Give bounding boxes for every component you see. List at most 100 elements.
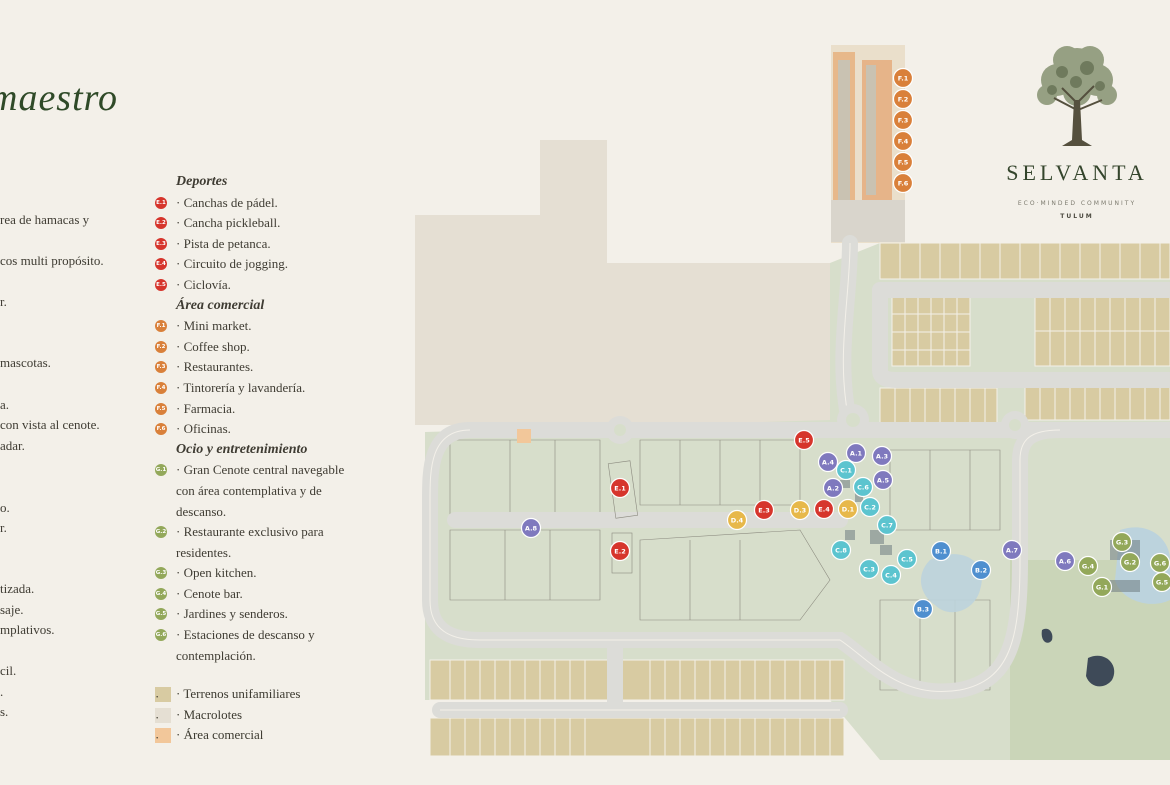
marker-label: C.5 xyxy=(901,555,913,563)
marker-dot xyxy=(845,442,867,464)
brand-block: SELVANTA ECO·MINDED COMMUNITY TULUM xyxy=(992,40,1162,220)
map-marker-b-3[interactable]: B.3 xyxy=(912,598,934,620)
map-marker-c-2[interactable]: C.2 xyxy=(859,496,881,518)
legend-label: Estaciones de descanso y contemplación. xyxy=(176,625,356,666)
map-marker-a-8[interactable]: A.8 xyxy=(520,517,542,539)
map-marker-a-5[interactable]: A.5 xyxy=(872,469,894,491)
marker-dot xyxy=(1001,539,1023,561)
map-key-swatch xyxy=(155,707,171,723)
map-key-label: Terrenos unifamiliares xyxy=(176,686,301,701)
map-marker-g-1[interactable]: G.1 xyxy=(1091,576,1113,598)
marker-dot xyxy=(912,598,934,620)
marker-label: B.2 xyxy=(975,566,987,574)
marker-label: A.7 xyxy=(1006,546,1018,554)
map-marker-a-3[interactable]: A.3 xyxy=(871,445,893,467)
map-marker-a-2[interactable]: A.2 xyxy=(822,477,844,499)
map-marker-g-4[interactable]: G.4 xyxy=(1077,555,1099,577)
map-marker-c-5[interactable]: C.5 xyxy=(896,548,918,570)
marker-label: C.1 xyxy=(840,466,852,474)
fragment: rea de hamacas y xyxy=(0,212,90,227)
marker-dot xyxy=(872,469,894,491)
map-key-label: Macrolotes xyxy=(176,707,242,722)
map-marker-e-4[interactable]: E.4 xyxy=(813,498,835,520)
marker-label: E.4 xyxy=(818,505,830,513)
marker-label: A.5 xyxy=(877,476,890,484)
map-marker-a-1[interactable]: A.1 xyxy=(845,442,867,464)
map-marker-d-3[interactable]: D.3 xyxy=(789,499,811,521)
marker-label: F.6 xyxy=(898,179,909,187)
map-marker-b-1[interactable]: B.1 xyxy=(930,540,952,562)
marker-dot xyxy=(1077,555,1099,577)
marker-label: F.5 xyxy=(898,158,909,166)
map-marker-f-6[interactable]: F.6 xyxy=(892,172,914,194)
commercial-patch xyxy=(517,390,531,404)
marker-label: C.3 xyxy=(863,565,875,573)
fragment: . xyxy=(0,684,4,699)
legend-badge-icon: E.3 xyxy=(155,237,167,250)
map-marker-a-6[interactable]: A.6 xyxy=(1054,550,1076,572)
marker-label: G.2 xyxy=(1124,558,1136,566)
map-marker-d-4[interactable]: D.4 xyxy=(726,509,748,531)
legend-item: E.3Pista de petanca. xyxy=(155,234,395,255)
page-title: maestro xyxy=(0,77,119,119)
map-marker-g-3[interactable]: G.3 xyxy=(1111,531,1133,553)
fragment: o. xyxy=(0,500,10,515)
legend-badge-icon: E.2 xyxy=(155,217,167,230)
map-marker-c-1[interactable]: C.1 xyxy=(835,459,857,481)
map-key-item: Terrenos unifamiliares xyxy=(155,684,301,705)
fragment: saje. xyxy=(0,602,24,617)
map-marker-g-6[interactable]: G.6 xyxy=(1149,552,1170,574)
map-key-item: Macrolotes xyxy=(155,705,301,726)
map-marker-c-6[interactable]: C.6 xyxy=(852,476,874,498)
legend-item: F.4Tintorería y lavandería. xyxy=(155,378,395,399)
map-marker-a-4[interactable]: A.4 xyxy=(817,451,839,473)
marker-label: A.4 xyxy=(822,458,835,466)
legend-badge-icon: G.5 xyxy=(155,608,167,621)
marker-label: A.8 xyxy=(525,524,538,532)
map-marker-f-4[interactable]: F.4 xyxy=(892,130,914,152)
map-marker-c-3[interactable]: C.3 xyxy=(858,558,880,580)
fragment: cos multi propósito. xyxy=(0,253,104,268)
map-marker-c-4[interactable]: C.4 xyxy=(880,564,902,586)
marker-dot xyxy=(817,451,839,473)
marker-dot xyxy=(1091,576,1113,598)
map-marker-c-8[interactable]: C.8 xyxy=(830,539,852,561)
legend-item: F.2Coffee shop. xyxy=(155,337,395,358)
map-marker-e-2[interactable]: E.2 xyxy=(609,540,631,562)
marker-dot xyxy=(892,109,914,131)
legend-item: G.6Estaciones de descanso y contemplació… xyxy=(155,625,395,666)
map-marker-b-2[interactable]: B.2 xyxy=(970,559,992,581)
map-marker-e-3[interactable]: E.3 xyxy=(753,499,775,521)
legend-badge-icon: F.5 xyxy=(155,402,167,415)
legend-item: F.6Oficinas. xyxy=(155,419,395,440)
map-marker-e-5[interactable]: E.5 xyxy=(793,429,815,451)
map-marker-c-7[interactable]: C.7 xyxy=(876,514,898,536)
marker-dot xyxy=(609,540,631,562)
map-marker-f-3[interactable]: F.3 xyxy=(892,109,914,131)
marker-dot xyxy=(930,540,952,562)
marker-label: G.5 xyxy=(1156,578,1169,586)
map-marker-d-1[interactable]: D.1 xyxy=(837,498,859,520)
map-marker-e-1[interactable]: E.1 xyxy=(609,477,631,499)
map-key-swatch xyxy=(155,687,171,702)
legend-label: Cenote bar. xyxy=(176,584,243,605)
map-marker-a-7[interactable]: A.7 xyxy=(1001,539,1023,561)
legend-label: Restaurante exclusivo para residentes. xyxy=(176,522,356,563)
marker-label: G.6 xyxy=(1154,559,1167,567)
map-marker-f-2[interactable]: F.2 xyxy=(892,88,914,110)
marker-label: A.3 xyxy=(876,452,888,460)
marker-dot xyxy=(858,558,880,580)
lot-rows xyxy=(429,242,1170,757)
map-marker-f-5[interactable]: F.5 xyxy=(892,151,914,173)
map-marker-g-5[interactable]: G.5 xyxy=(1151,571,1170,593)
map-marker-g-2[interactable]: G.2 xyxy=(1119,551,1141,573)
map-marker-f-1[interactable]: F.1 xyxy=(892,67,914,89)
legend-section-title: Ocio y entretenimiento xyxy=(176,441,308,457)
marker-dot xyxy=(1111,531,1133,553)
legend-item: F.3Restaurantes. xyxy=(155,357,395,378)
marker-dot xyxy=(835,459,857,481)
marker-dot xyxy=(837,498,859,520)
marker-label: F.4 xyxy=(898,137,909,145)
legend-label: Tintorería y lavandería. xyxy=(176,378,305,399)
